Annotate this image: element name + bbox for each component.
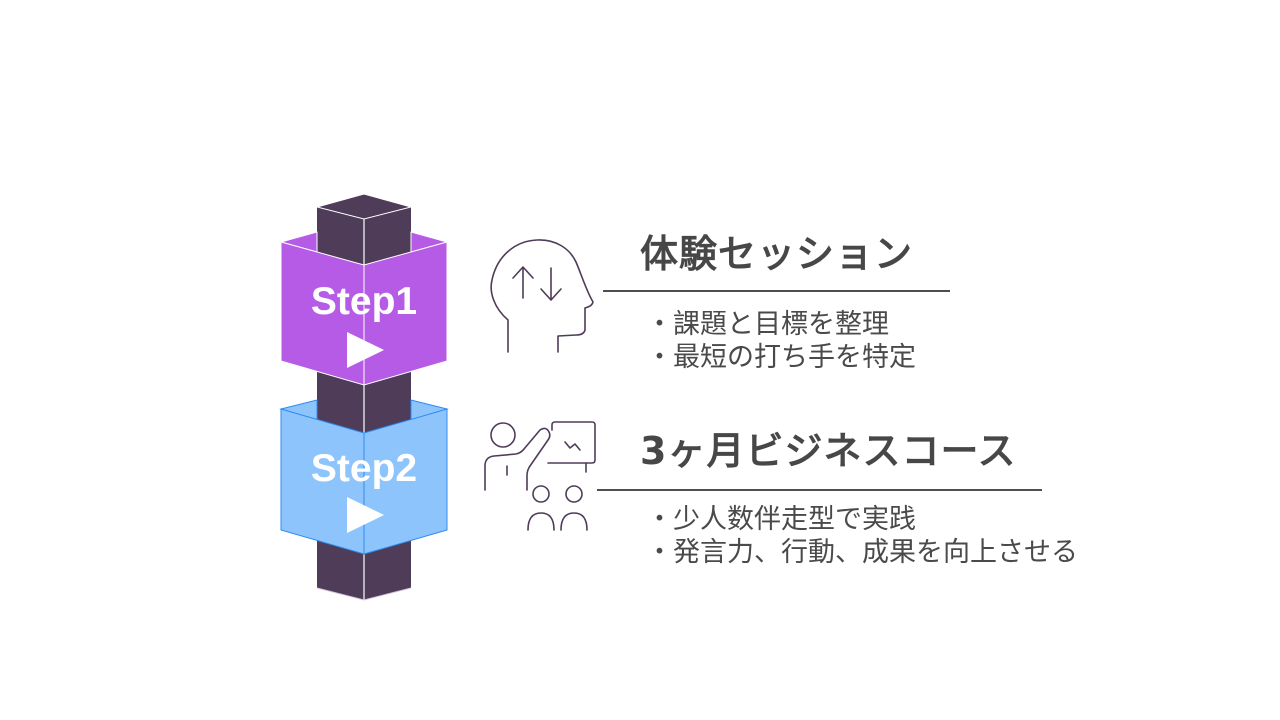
step1-block: Step1: [279, 231, 449, 386]
step1-divider: [603, 290, 950, 292]
presenter-audience-icon: [484, 421, 596, 531]
step2-bullet-item: ・少人数伴走型で実践: [646, 504, 916, 535]
step2-label: Step2: [311, 447, 417, 490]
step2-divider: [597, 489, 1042, 491]
step2-bullet-item: ・発言力、行動、成果を向上させる: [646, 537, 1078, 568]
step1-bullet-item: ・課題と目標を整理: [646, 309, 889, 340]
step2-play-icon: [347, 497, 384, 533]
step1-bullet-item: ・最短の打ち手を特定: [646, 342, 916, 373]
step1-play-icon: [347, 332, 384, 368]
step2-title: 3ヶ月ビジネスコース: [640, 429, 1017, 473]
step2-block: Step2: [279, 399, 449, 555]
step1-bullet-list: ・課題と目標を整理 ・最短の打ち手を特定: [646, 308, 916, 374]
step1-title: 体験セッション: [639, 232, 913, 276]
head-arrows-icon: [490, 239, 594, 353]
step2-bullet-list: ・少人数伴走型で実践 ・発言力、行動、成果を向上させる: [646, 503, 1078, 569]
step1-label: Step1: [311, 280, 417, 323]
